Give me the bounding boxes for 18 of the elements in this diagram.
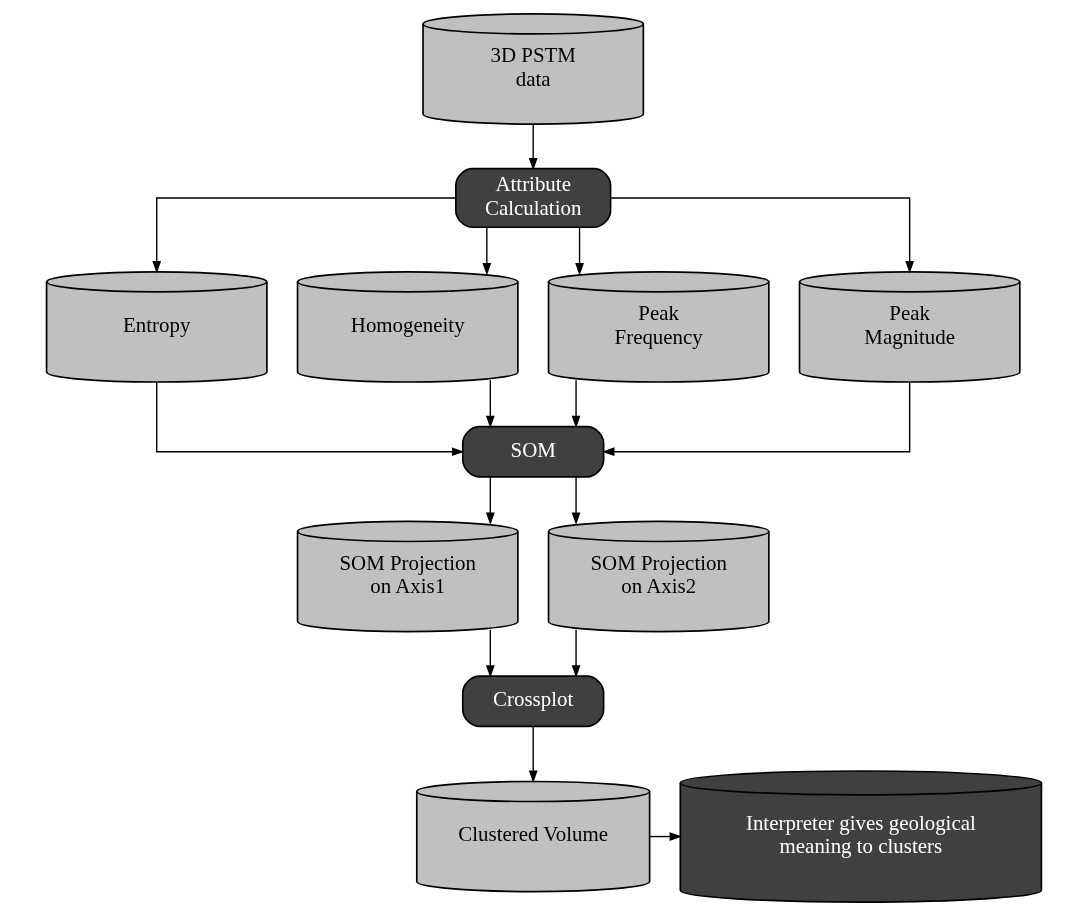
- arrow: [609, 197, 914, 274]
- arrow: [151, 197, 456, 274]
- arrow: [601, 381, 910, 457]
- arrow: [485, 629, 495, 678]
- arrow: [485, 476, 495, 526]
- arrow: [571, 629, 580, 678]
- arrow: [155, 381, 464, 457]
- arrow: [648, 832, 682, 841]
- node-box: SOM: [461, 425, 604, 478]
- arrow: [574, 227, 584, 276]
- arrow: [481, 227, 491, 276]
- arrow: [571, 476, 580, 526]
- arrow: [528, 123, 538, 171]
- node-box: Crossplot: [461, 675, 604, 728]
- node-box: Attribute Calculation: [454, 167, 611, 229]
- arrow: [528, 726, 538, 784]
- arrow: [485, 379, 495, 429]
- arrow: [571, 379, 580, 429]
